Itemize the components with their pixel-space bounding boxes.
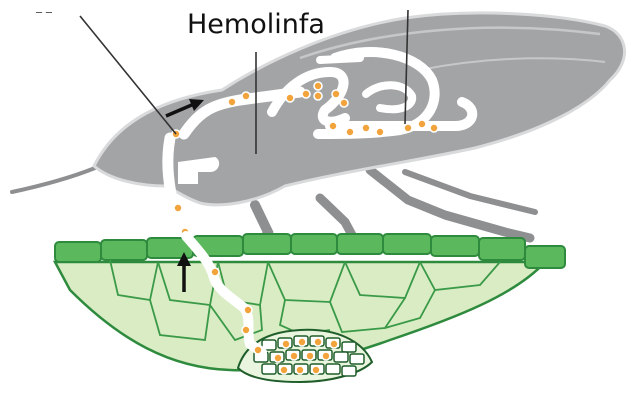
insect-vector — [12, 13, 625, 245]
insect-leg — [320, 198, 352, 235]
leaf-cross-section — [55, 234, 565, 382]
insect-antenna — [12, 168, 95, 192]
label-hemolymph: Hemolinfa — [187, 9, 325, 40]
leader-line-left — [80, 16, 176, 134]
corner-mark: _ _ — [35, 0, 53, 13]
